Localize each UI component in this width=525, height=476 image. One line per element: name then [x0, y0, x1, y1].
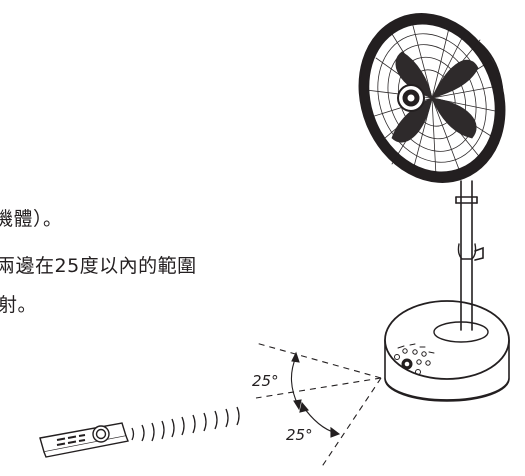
remote-control-icon [39, 422, 129, 458]
instruction-line-2: 兩邊在25度以內的範圍 [0, 255, 197, 277]
instruction-line-1: 機體）。 [0, 208, 63, 230]
fan-control-panel [394, 343, 435, 375]
fan-pole [455, 180, 484, 331]
fan-icon [358, 13, 510, 402]
upper-angle-label: 25° [252, 372, 279, 390]
instruction-line-3: 射。 [0, 294, 38, 316]
upper-angle-arc [290, 356, 299, 406]
fan-head [358, 13, 506, 183]
angle-lines [255, 342, 382, 469]
signal-waves-icon [131, 406, 240, 442]
fan-base [384, 300, 510, 402]
lower-angle-label: 25° [286, 426, 313, 444]
